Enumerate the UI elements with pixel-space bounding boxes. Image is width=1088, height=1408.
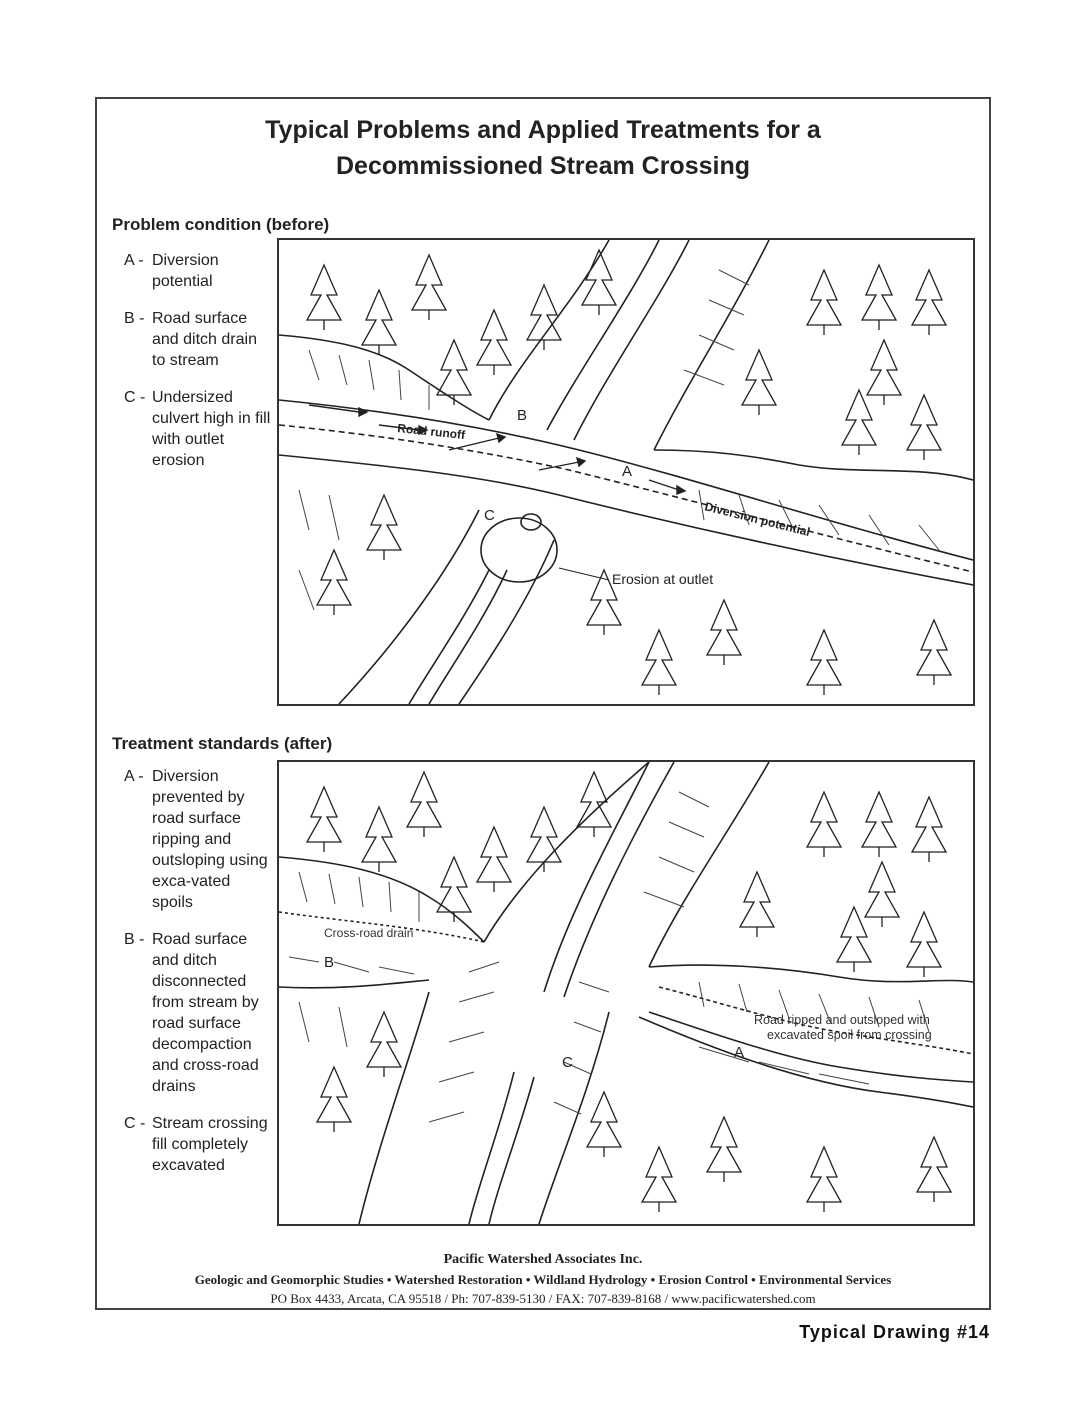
title-line-2: Decommissioned Stream Crossing (335, 152, 750, 180)
after-label-b: B (324, 954, 334, 971)
before-legend: A - Diversion potential B - Road surface… (124, 250, 274, 487)
before-label-c: C (484, 507, 495, 524)
after-label-c: C (562, 1054, 573, 1071)
legend-letter: A - (124, 252, 144, 269)
legend-text: Stream crossing fill completely excavate… (152, 1115, 268, 1174)
footer-services: Geologic and Geomorphic Studies • Waters… (194, 1272, 892, 1287)
legend-text: Road surface and ditch drain to stream (152, 310, 257, 369)
after-legend-item-b: B - Road surface and ditch disconnected … (124, 929, 274, 1097)
before-heading: Problem condition (before) (112, 215, 330, 234)
legend-text: Undersized culvert high in fill with out… (152, 389, 271, 469)
after-diagram-panel: Cross-road drain B C A Road ripped and o… (277, 760, 975, 1226)
before-diagram-panel: B A C Road runoff Diversion potential Er… (277, 238, 975, 706)
before-legend-item-b: B - Road surface and ditch drain to stre… (124, 308, 274, 371)
road-ripped-label-line1: Road ripped and outsloped with (754, 1013, 930, 1027)
page-frame (95, 97, 991, 1310)
legend-text: Road surface and ditch disconnected from… (152, 931, 259, 1095)
after-legend-item-a: A - Diversion prevented by road surface … (124, 766, 274, 913)
erosion-at-outlet-label: Erosion at outlet (612, 571, 713, 587)
after-diagram: Cross-road drain B C A Road ripped and o… (279, 762, 973, 1224)
before-diagram: B A C Road runoff Diversion potential Er… (279, 240, 973, 704)
legend-text: Diversion prevented by road surface ripp… (152, 768, 268, 911)
cross-road-drain-label: Cross-road drain (324, 926, 413, 940)
legend-letter: B - (124, 931, 145, 948)
tree-icons (305, 770, 953, 1212)
before-label-a: A (622, 463, 632, 480)
after-legend: A - Diversion prevented by road surface … (124, 766, 274, 1192)
footer-contact: PO Box 4433, Arcata, CA 95518 / Ph: 707-… (270, 1291, 816, 1306)
legend-letter: A - (124, 768, 144, 785)
legend-letter: C - (124, 1115, 146, 1132)
before-legend-item-a: A - Diversion potential (124, 250, 274, 292)
after-legend-item-c: C - Stream crossing fill completely exca… (124, 1113, 274, 1176)
after-label-a: A (734, 1044, 744, 1061)
drawing-number: Typical Drawing #14 (799, 1322, 990, 1342)
before-legend-item-c: C - Undersized culvert high in fill with… (124, 387, 274, 471)
legend-text: Diversion potential (152, 252, 219, 290)
before-label-b: B (517, 407, 527, 424)
page-title: Typical Problems and Applied Treatments … (95, 112, 991, 184)
tree-icons (305, 248, 953, 695)
legend-letter: B - (124, 310, 145, 327)
after-heading: Treatment standards (after) (112, 734, 333, 753)
title-line-1: Typical Problems and Applied Treatments … (265, 116, 821, 144)
footer-company: Pacific Watershed Associates Inc. (443, 1252, 643, 1267)
road-ripped-label-line2: excavated spoil from crossing (767, 1028, 932, 1042)
legend-letter: C - (124, 389, 146, 406)
